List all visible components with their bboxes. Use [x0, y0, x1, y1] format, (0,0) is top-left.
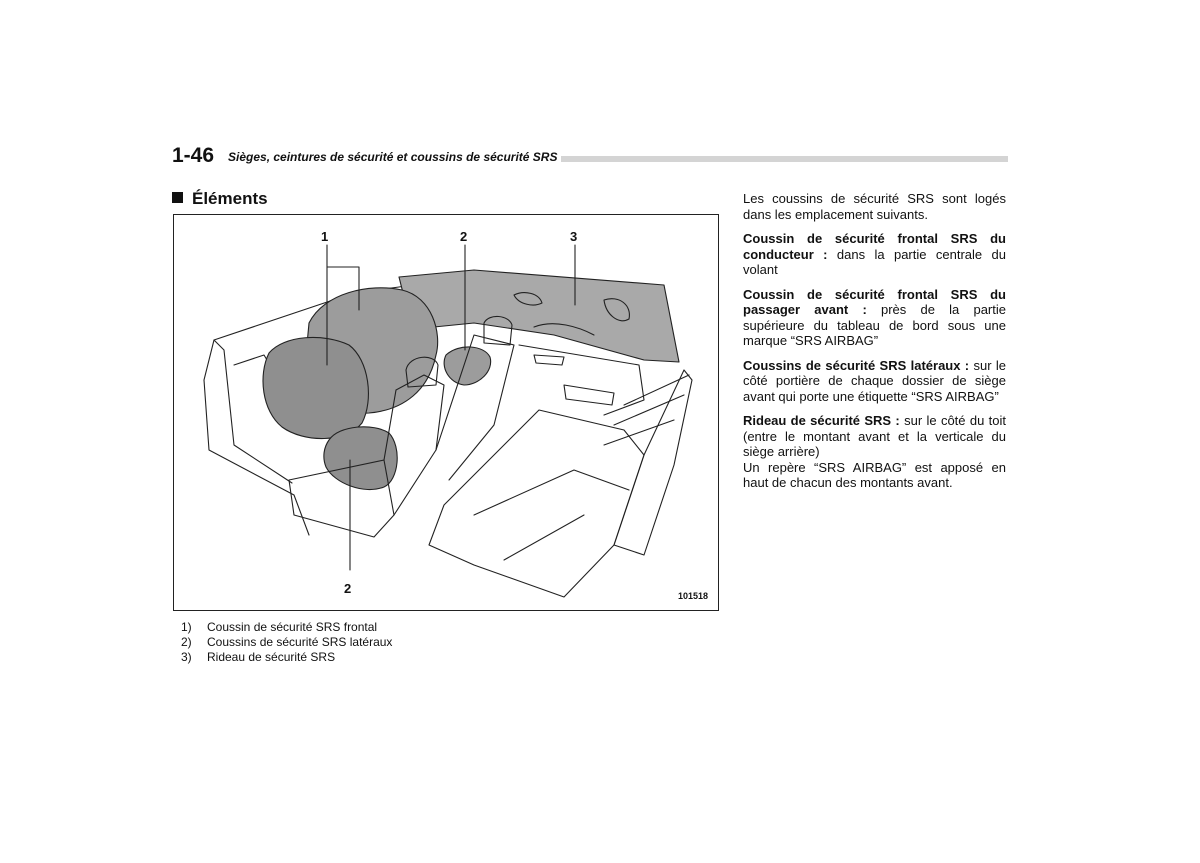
chapter-title: Sièges, ceintures de sécurité et coussin…: [224, 150, 562, 164]
item-side-airbags: Coussins de sécurité SRS latéraux : sur …: [743, 358, 1006, 405]
page-header: 1-46 Sièges, ceintures de sécurité et co…: [172, 144, 1008, 170]
callout-2-top: 2: [460, 229, 468, 244]
item-term: Rideau de sécurité SRS :: [743, 413, 900, 428]
callout-1: 1: [321, 229, 329, 244]
legend-item: 1) Coussin de sécurité SRS frontal: [181, 620, 392, 635]
passenger-seat-back: [435, 334, 515, 481]
intro-paragraph: Les coussins de sécurité SRS sont logés …: [743, 191, 1006, 222]
front-seat-back: [383, 374, 445, 516]
header-rule: [232, 156, 1008, 162]
rear-bench-seat: [428, 409, 645, 598]
front-seat-cushion: [288, 459, 395, 538]
section-heading: Éléments: [172, 189, 268, 209]
car-interior-drawing: [203, 244, 693, 598]
legend-number: 1): [181, 620, 192, 634]
figure-legend: 1) Coussin de sécurité SRS frontal 2) Co…: [181, 620, 392, 665]
item-desc: sur le côté portière de chaque dossier d…: [743, 357, 1006, 404]
rear-side-airbag: [443, 346, 492, 386]
item-curtain-airbag: Rideau de sécurité SRS : sur le côté du …: [743, 413, 1006, 460]
item-desc: près de la partie supérieure du tableau …: [743, 302, 1006, 348]
passenger-front-airbag: [262, 336, 369, 440]
door-panel-line: [203, 379, 310, 536]
callout-2-bottom: 2: [344, 581, 352, 596]
item-driver-front: Coussin de sécurité frontal SRS du condu…: [743, 231, 1006, 278]
front-side-airbag: [323, 426, 398, 491]
legend-text: Rideau de sécurité SRS: [207, 650, 336, 664]
legend-item: 2) Coussins de sécurité SRS latéraux: [181, 635, 392, 650]
note-paragraph: Un repère “SRS AIRBAG” est apposé en hau…: [743, 459, 1006, 491]
legend-item: 3) Rideau de sécurité SRS: [181, 650, 392, 665]
legend-text: Coussins de sécurité SRS latéraux: [207, 635, 393, 649]
door-panel-right: [518, 344, 645, 416]
item-term: Coussins de sécurité SRS latéraux :: [743, 357, 970, 373]
item-desc: sur le côté du toit (entre le montant av…: [743, 413, 1006, 459]
item-term: Coussin de sécurité frontal SRS du condu…: [743, 231, 1006, 262]
legend-number: 3): [181, 650, 192, 664]
item-term: Coussin de sécurité frontal SRS du passa…: [743, 286, 1006, 318]
airbag-illustration: 1 2 3 2 101518: [173, 214, 719, 611]
legend-text: Coussin de sécurité SRS frontal: [207, 620, 378, 634]
section-title: Éléments: [192, 189, 268, 208]
item-desc: dans la partie centrale du volant: [743, 246, 1006, 278]
page-number: 1-46: [172, 144, 221, 168]
square-bullet-icon: [172, 192, 183, 203]
callout-3: 3: [570, 229, 578, 244]
figure-code: 101518: [677, 591, 708, 601]
body-text: Les coussins de sécurité SRS sont logés …: [743, 191, 1006, 500]
legend-number: 2): [181, 635, 192, 649]
rear-bench-back: [613, 369, 693, 556]
item-passenger-front: Coussin de sécurité frontal SRS du passa…: [743, 287, 1006, 349]
